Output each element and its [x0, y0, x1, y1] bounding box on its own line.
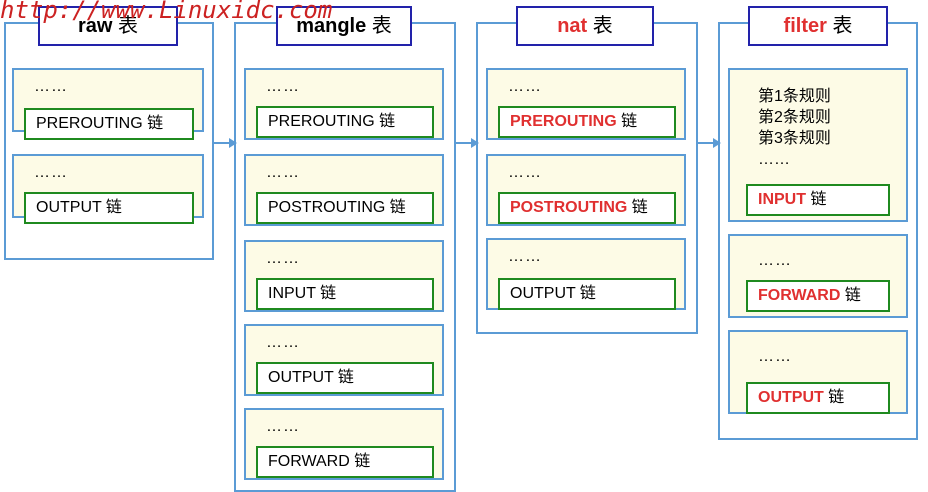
mangle-chain-input[interactable]: INPUT 链 [256, 278, 434, 310]
arrow-right-icon [212, 138, 237, 148]
raw-table [4, 22, 214, 260]
ellipsis-text: …… [266, 78, 300, 95]
ellipsis-text: …… [508, 164, 542, 181]
filter-chain-output[interactable]: OUTPUT 链 [746, 382, 890, 414]
watermark-text: http://www.Linuxidc.com [0, 0, 333, 24]
ellipsis-text: …… [266, 164, 300, 181]
rule-item: …… [758, 151, 790, 168]
ellipsis-text: …… [758, 252, 792, 269]
ellipsis-text: …… [34, 164, 68, 181]
arrow-right-icon [454, 138, 479, 148]
filter-table-title: filter 表 [748, 6, 888, 46]
filter-rules-list: 第1条规则 第2条规则 第3条规则 …… [758, 86, 831, 170]
nat-table-title: nat 表 [516, 6, 654, 46]
raw-table-title: raw 表 [38, 6, 178, 46]
nat-chain-output[interactable]: OUTPUT 链 [498, 278, 676, 310]
rule-item: 第2条规则 [758, 109, 831, 126]
nat-chain-postrouting[interactable]: POSTROUTING 链 [498, 192, 676, 224]
filter-chain-input[interactable]: INPUT 链 [746, 184, 890, 216]
mangle-chain-output[interactable]: OUTPUT 链 [256, 362, 434, 394]
rule-item: 第3条规则 [758, 130, 831, 147]
rule-item: 第1条规则 [758, 88, 831, 105]
ellipsis-text: …… [758, 348, 792, 365]
ellipsis-text: …… [266, 418, 300, 435]
mangle-chain-forward[interactable]: FORWARD 链 [256, 446, 434, 478]
filter-chain-forward[interactable]: FORWARD 链 [746, 280, 890, 312]
ellipsis-text: …… [34, 78, 68, 95]
ellipsis-text: …… [508, 248, 542, 265]
mangle-chain-prerouting[interactable]: PREROUTING 链 [256, 106, 434, 138]
ellipsis-text: …… [266, 250, 300, 267]
nat-chain-prerouting[interactable]: PREROUTING 链 [498, 106, 676, 138]
arrow-right-icon [696, 138, 721, 148]
ellipsis-text: …… [266, 334, 300, 351]
raw-chain-prerouting[interactable]: PREROUTING 链 [24, 108, 194, 140]
mangle-table-title: mangle 表 [276, 6, 412, 46]
raw-chain-output[interactable]: OUTPUT 链 [24, 192, 194, 224]
ellipsis-text: …… [508, 78, 542, 95]
mangle-chain-postrouting[interactable]: POSTROUTING 链 [256, 192, 434, 224]
